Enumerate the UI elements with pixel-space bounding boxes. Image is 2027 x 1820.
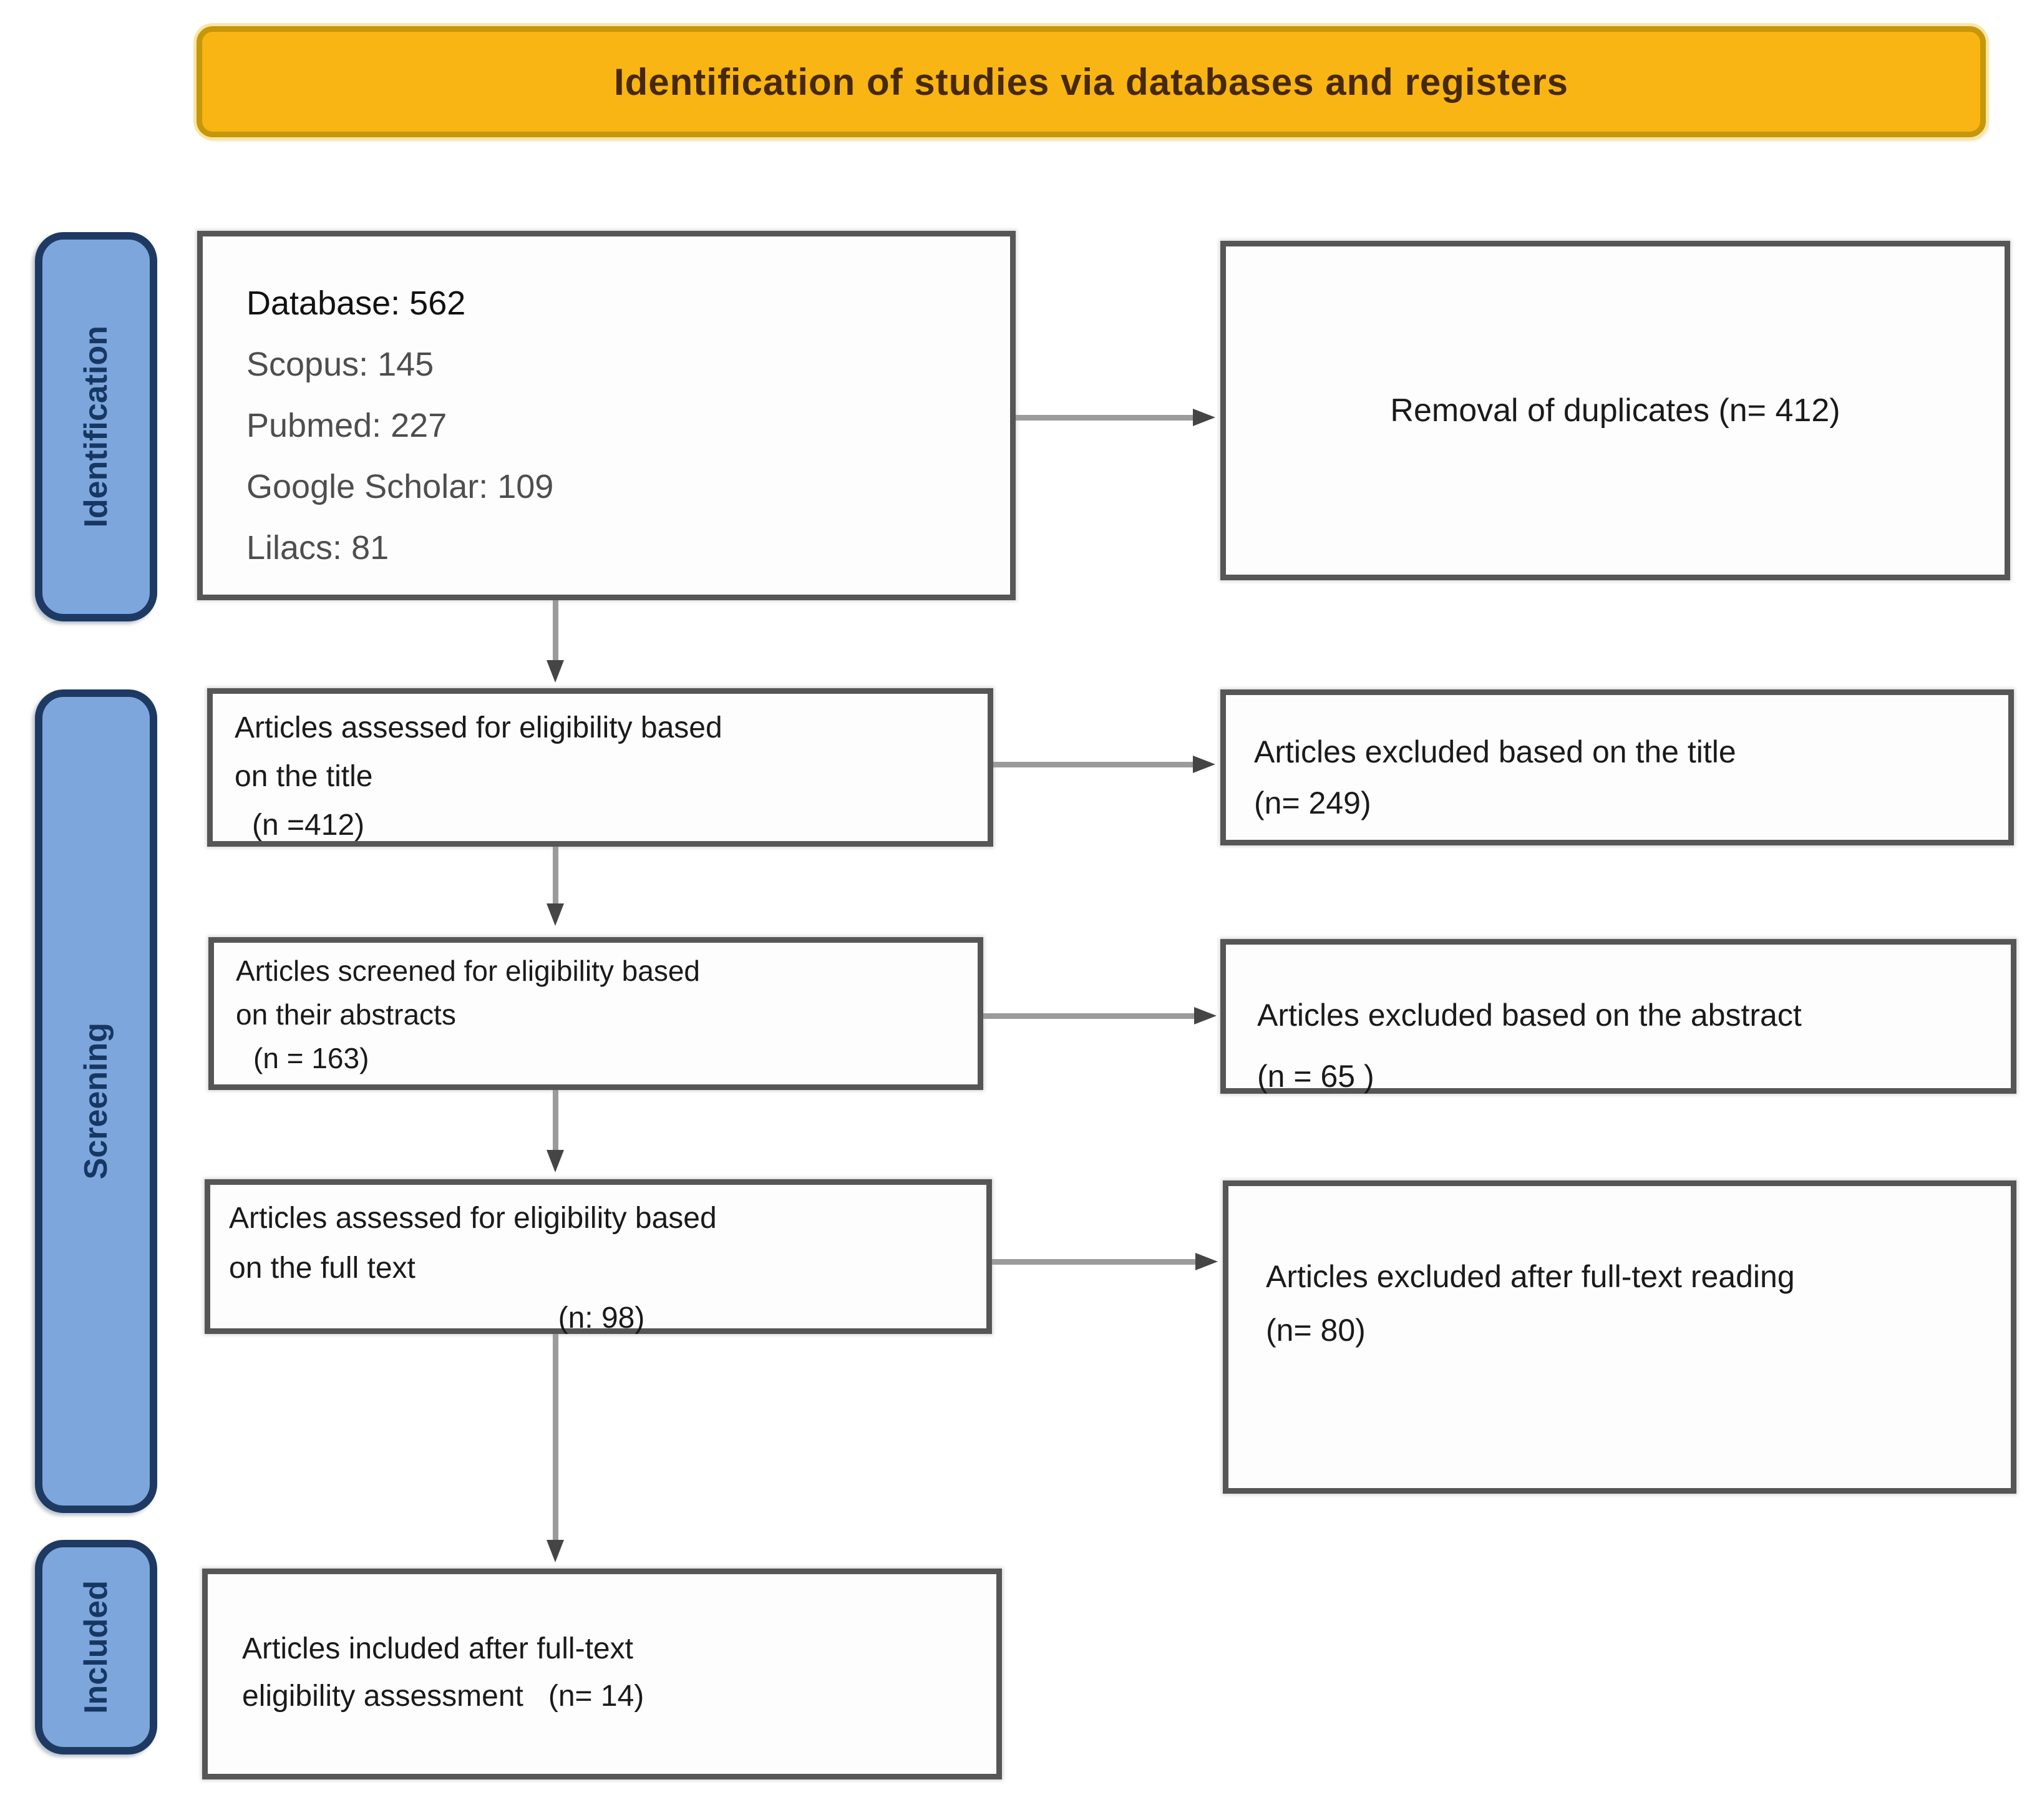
arrow-fulltext-to-excluded-line xyxy=(992,1259,1197,1265)
stage-label-identification: Identification xyxy=(35,232,157,621)
box-duplicates-removed: Removal of duplicates (n= 412) xyxy=(1220,241,2010,580)
database-lilacs-line: Lilacs: 81 xyxy=(246,529,389,567)
arrow-abstract-to-excluded-line xyxy=(983,1013,1195,1019)
abstract-excluded-count: (n = 65 ) xyxy=(1257,1059,1374,1094)
banner-title: Identification of studies via databases … xyxy=(613,61,1569,103)
box-fulltext-screening: Articles assessed for eligibility based … xyxy=(205,1179,992,1335)
box-abstract-excluded: Articles excluded based on the abstract … xyxy=(1220,939,2016,1094)
arrow-abstract-to-excluded-head-icon xyxy=(1194,1007,1217,1024)
included-final-line2: eligibility assessment (n= 14) xyxy=(242,1680,644,1713)
database-google-scholar-line: Google Scholar: 109 xyxy=(246,468,554,505)
database-scopus-line: Scopus: 145 xyxy=(246,346,434,383)
title-excluded-line1: Articles excluded based on the title xyxy=(1254,734,1736,769)
title-screening-count: (n =412) xyxy=(252,809,365,842)
title-screening-line1: Articles assessed for eligibility based xyxy=(235,711,722,744)
arrow-abstract-to-fulltext-line xyxy=(553,1090,558,1152)
arrow-abstract-to-fulltext-head-icon xyxy=(547,1150,564,1172)
arrow-databases-to-duplicates-head-icon xyxy=(1193,409,1215,426)
abstract-excluded-line1: Articles excluded based on the abstract xyxy=(1257,998,1802,1033)
arrow-databases-to-title-head-icon xyxy=(547,660,564,683)
box-included-final: Articles included after full-text eligib… xyxy=(202,1569,1002,1779)
arrow-title-to-excluded-line xyxy=(993,762,1194,767)
stage-label-screening-text: Screening xyxy=(78,1023,114,1180)
fulltext-excluded-line1: Articles excluded after full-text readin… xyxy=(1266,1259,1795,1294)
stage-label-screening: Screening xyxy=(35,689,157,1513)
arrow-fulltext-to-included-head-icon xyxy=(547,1540,564,1562)
box-title-screening: Articles assessed for eligibility based … xyxy=(207,688,993,847)
arrow-databases-to-duplicates-line xyxy=(1016,415,1195,421)
fulltext-screening-line2: on the full text xyxy=(229,1252,416,1285)
stage-label-identification-text: Identification xyxy=(78,326,114,528)
database-total-line: Database: 562 xyxy=(246,285,466,322)
included-final-line1: Articles included after full-text xyxy=(242,1632,633,1665)
fulltext-screening-count: (n: 98) xyxy=(558,1302,645,1335)
title-excluded-count: (n= 249) xyxy=(1254,786,1371,820)
title-banner: Identification of studies via databases … xyxy=(197,26,1986,137)
title-screening-line2: on the title xyxy=(235,760,373,793)
arrow-title-to-abstract-head-icon xyxy=(547,903,564,926)
arrow-title-to-excluded-head-icon xyxy=(1193,756,1215,773)
box-abstract-screening: Articles screened for eligibility based … xyxy=(208,937,983,1090)
fulltext-screening-line1: Articles assessed for eligibility based xyxy=(229,1202,717,1235)
arrow-title-to-abstract-line xyxy=(553,847,558,906)
stage-label-included: Included xyxy=(35,1540,157,1754)
database-pubmed-line: Pubmed: 227 xyxy=(246,407,447,444)
box-fulltext-excluded: Articles excluded after full-text readin… xyxy=(1223,1180,2016,1494)
fulltext-excluded-count: (n= 80) xyxy=(1266,1313,1366,1348)
arrow-databases-to-title-line xyxy=(553,600,558,663)
abstract-screening-line2: on their abstracts xyxy=(236,998,456,1031)
arrow-fulltext-to-included-line xyxy=(553,1334,558,1542)
box-database-counts: Database: 562 Scopus: 145 Pubmed: 227 Go… xyxy=(197,231,1016,600)
abstract-screening-line1: Articles screened for eligibility based xyxy=(236,955,701,987)
box-title-excluded: Articles excluded based on the title (n=… xyxy=(1220,689,2014,845)
duplicates-removed-text: Removal of duplicates (n= 412) xyxy=(1390,392,1840,429)
arrow-fulltext-to-excluded-head-icon xyxy=(1195,1253,1218,1270)
stage-label-included-text: Included xyxy=(78,1580,114,1714)
abstract-screening-count: (n = 163) xyxy=(253,1042,369,1074)
